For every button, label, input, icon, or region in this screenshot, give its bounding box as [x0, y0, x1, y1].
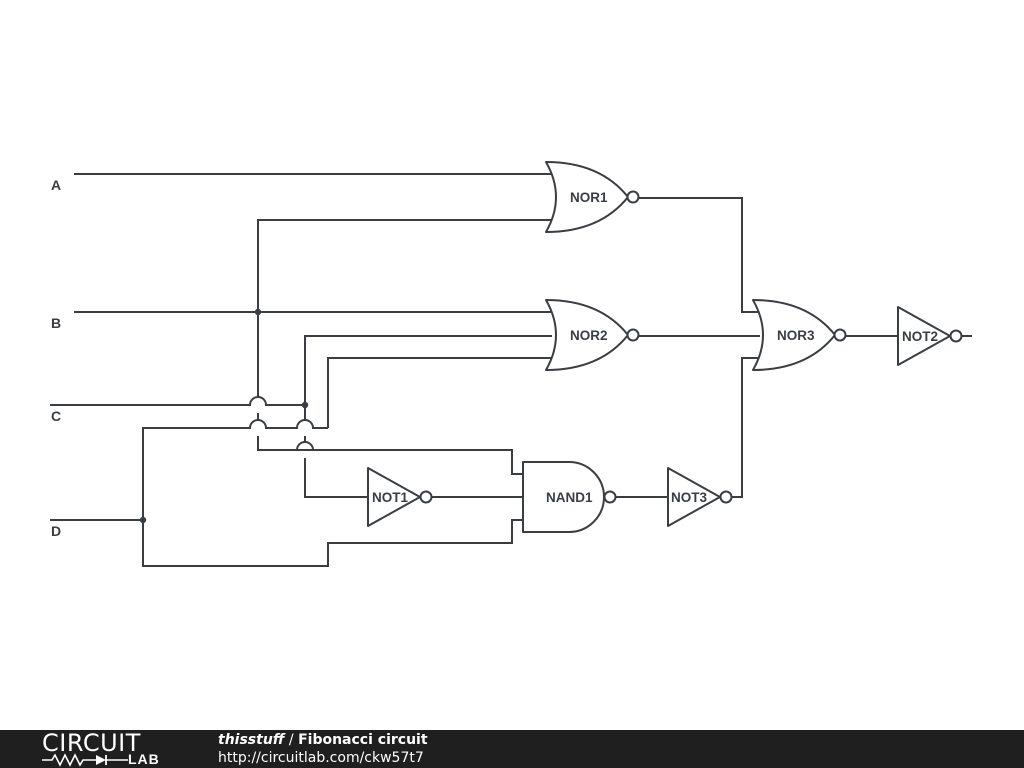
- input-label-b: B: [51, 315, 61, 331]
- wire-c: [50, 396, 305, 406]
- nor1-body: [545, 161, 629, 233]
- wire-d-down: [142, 519, 524, 567]
- nand1-bubble: [603, 490, 617, 504]
- not1-bubble: [419, 490, 433, 504]
- not2-body: [897, 306, 951, 366]
- logo-sub-word: LAB: [128, 751, 160, 767]
- circuit-info: thisstuff / Fibonacci circuit http://cir…: [218, 731, 428, 767]
- not1-label: NOT1: [372, 490, 408, 505]
- wire-not3-nor3: [732, 357, 760, 498]
- wire-d-to-nor2: [327, 357, 552, 428]
- junctions: [139, 308, 309, 524]
- junction-b: [254, 308, 262, 316]
- wire-c-down-3: [304, 458, 368, 498]
- wire-b-to-nor1: [257, 219, 552, 397]
- logo-wordmark: CIRCUIT: [42, 729, 141, 757]
- input-label-a: A: [51, 177, 61, 193]
- input-label-d: D: [51, 523, 61, 539]
- wire-nor1-nor3: [638, 197, 760, 313]
- author-link[interactable]: thisstuff: [218, 732, 285, 748]
- gate-not2[interactable]: NOT2: [897, 306, 963, 366]
- junction-d: [139, 516, 147, 524]
- circuit-byline: thisstuff / Fibonacci circuit: [218, 731, 428, 749]
- not2-bubble: [949, 329, 963, 343]
- nor3-label: NOR3: [777, 328, 815, 343]
- nor3-body: [752, 299, 836, 371]
- gate-not3[interactable]: NOT3: [667, 467, 733, 527]
- byline-separator: /: [288, 732, 294, 748]
- footer-bar: CIRCUIT LAB thisstuff / Fibonacci circui…: [0, 730, 1024, 768]
- nand1-label: NAND1: [546, 490, 593, 505]
- nor2-label: NOR2: [570, 328, 608, 343]
- circuit-title[interactable]: Fibonacci circuit: [298, 732, 428, 748]
- schematic-canvas: NOR1 NOR2 NOR3 NAND1 NOT1 NOT3 NOT2 A B …: [50, 161, 972, 567]
- wire-hop-450: [296, 441, 314, 451]
- circuit-url-link[interactable]: http://circuitlab.com/ckw57t7: [218, 750, 424, 766]
- nand1-body: [522, 461, 605, 533]
- not1-body: [367, 467, 421, 527]
- wire-b-down-2: [257, 436, 524, 475]
- gate-nand1[interactable]: NAND1: [522, 461, 617, 533]
- wire-d-up: [142, 419, 328, 520]
- not3-body: [667, 467, 721, 527]
- circuitlab-logo[interactable]: CIRCUIT LAB: [42, 730, 182, 768]
- gate-nor2[interactable]: NOR2: [545, 299, 640, 371]
- nor1-bubble: [626, 190, 640, 204]
- input-label-c: C: [51, 408, 61, 424]
- resistor-diode-icon: [42, 753, 128, 767]
- not2-label: NOT2: [902, 329, 938, 344]
- not3-label: NOT3: [671, 490, 707, 505]
- wires: [50, 173, 972, 567]
- junction-c: [301, 401, 309, 409]
- nor1-label: NOR1: [570, 190, 608, 205]
- nor3-bubble: [833, 328, 847, 342]
- nor2-body: [545, 299, 629, 371]
- gate-nor3[interactable]: NOR3: [752, 299, 847, 371]
- nor2-bubble: [626, 328, 640, 342]
- not3-bubble: [719, 490, 733, 504]
- gate-not1[interactable]: NOT1: [367, 467, 433, 527]
- wire-c-to-nor2: [304, 335, 552, 405]
- gate-nor1[interactable]: NOR1: [545, 161, 640, 233]
